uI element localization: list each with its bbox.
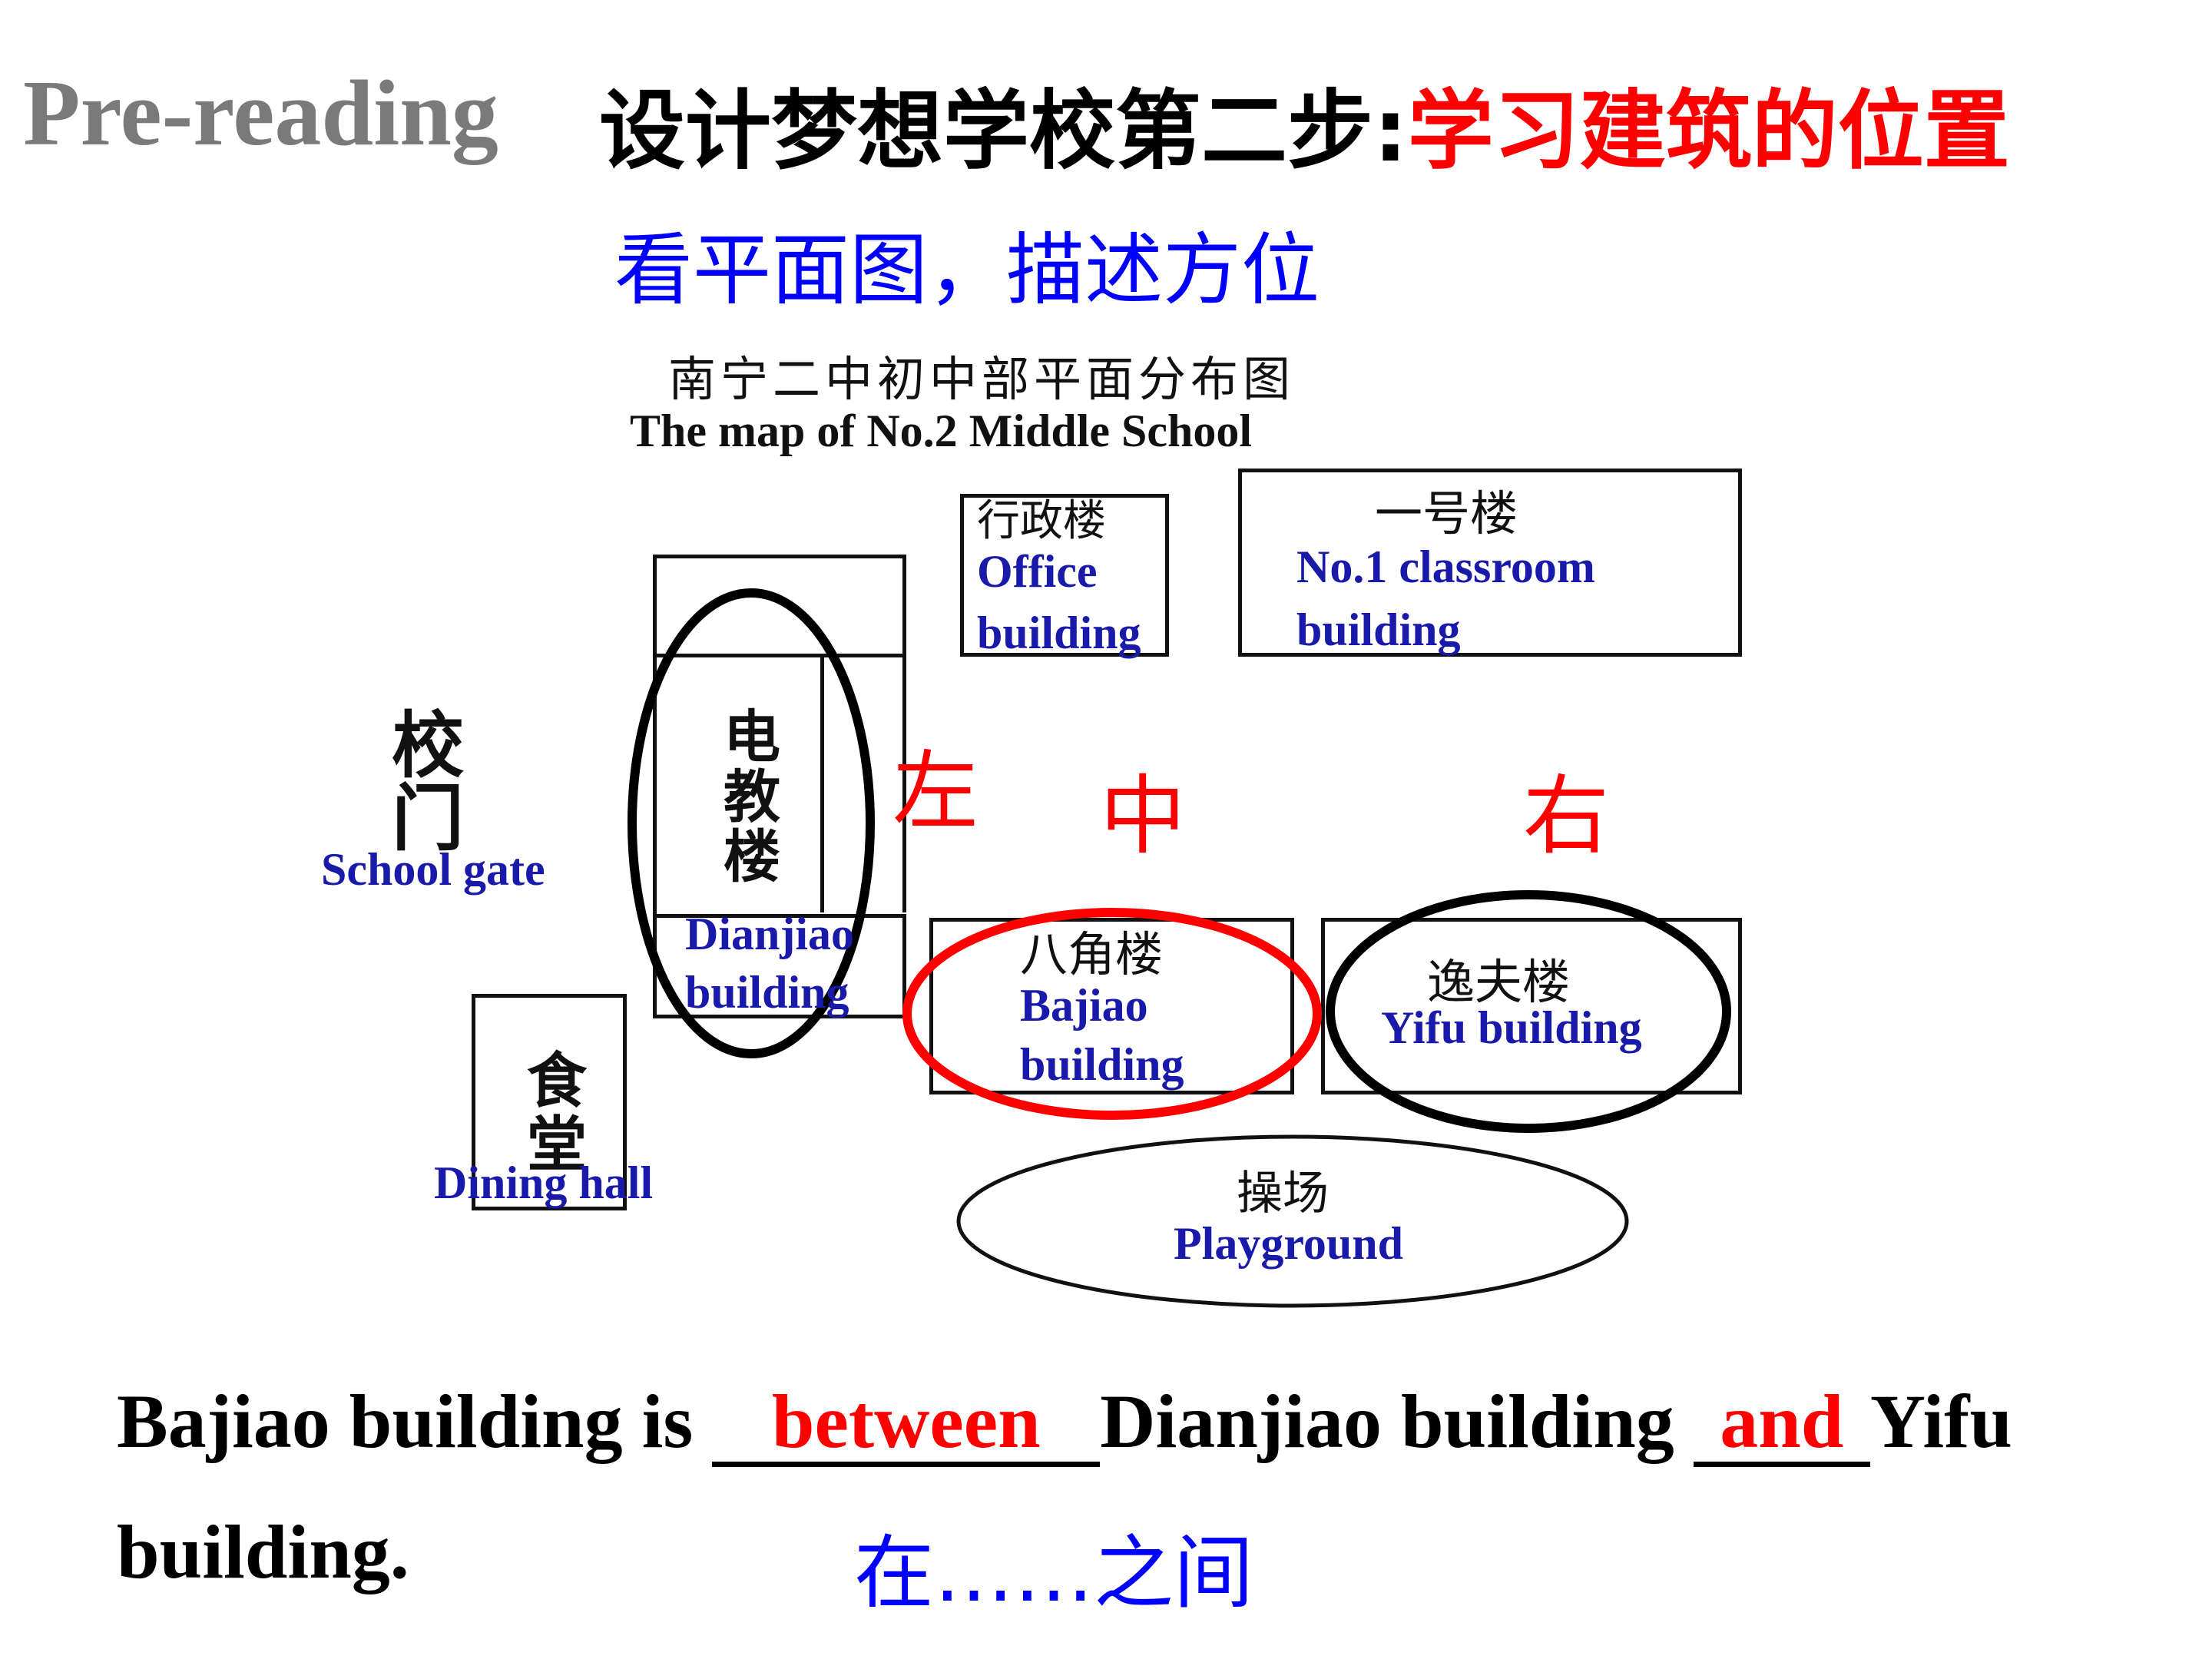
classroom-en-1: No.1 classroom	[1296, 541, 1595, 592]
dining-hall-outline	[472, 994, 627, 1210]
direction-left: 左	[892, 742, 979, 842]
exercise-line-2: building.	[117, 1509, 409, 1594]
step-title: 设计梦想学校第二步:学习建筑的位置	[599, 61, 2010, 186]
bajiao-en-1: Bajiao	[1020, 980, 1148, 1031]
bajiao-building-outline	[929, 918, 1294, 1094]
school-gate-en: School gate	[321, 844, 545, 895]
map-title-cn: 南宁二中初中部平面分布图	[668, 351, 1296, 407]
bajiao-highlight-circle	[902, 908, 1322, 1120]
dianjiao-building-outline-lower	[820, 654, 906, 912]
playground-cn: 操场	[1237, 1167, 1329, 1220]
step-prefix: 设计梦想学校第二步:	[599, 81, 1408, 181]
exercise-part-1: Bajiao building is	[117, 1379, 713, 1464]
dianjiao-building-outline	[653, 555, 906, 657]
school-gate-cn-1: 校	[392, 704, 465, 788]
dining-en: Dining hall	[434, 1157, 654, 1208]
bajiao-en-2: building	[1020, 1039, 1184, 1090]
direction-middle: 中	[1100, 767, 1186, 866]
office-en-1: Office	[977, 546, 1098, 597]
office-cn: 行政楼	[977, 496, 1106, 546]
dianjiao-cn-3: 楼	[724, 824, 780, 890]
yifu-highlight-circle	[1326, 890, 1731, 1133]
exercise-part-3: Yifu	[1869, 1379, 2013, 1464]
dianjiao-cn-2: 教	[724, 764, 780, 830]
classroom-en-2: building	[1296, 604, 1461, 655]
bajiao-cn: 八角楼	[1020, 926, 1164, 982]
dianjiao-en-2: building	[685, 967, 849, 1018]
yifu-building-outline	[1321, 918, 1742, 1094]
yifu-en: Yifu building	[1381, 1002, 1642, 1053]
dining-cn-1: 食	[527, 1047, 588, 1116]
exercise-part-2: Dianjiao building	[1100, 1379, 1694, 1464]
answer-blank-1[interactable]: between	[712, 1381, 1101, 1467]
yifu-cn: 逸夫楼	[1427, 954, 1571, 1010]
dianjiao-cn-1: 电	[724, 704, 780, 770]
classroom-building-outline	[1238, 469, 1742, 657]
direction-right: 右	[1523, 767, 1609, 866]
map-title-en: The map of No.2 Middle School	[630, 406, 1253, 456]
playground-en: Playground	[1174, 1218, 1403, 1269]
dianjiao-building-outline-left	[653, 654, 657, 1018]
classroom-cn: 一号楼	[1375, 485, 1518, 541]
school-gate-cn-2: 门	[392, 777, 465, 861]
dining-cn-2: 堂	[527, 1111, 588, 1180]
dianjiao-en-1: Dianjiao	[685, 909, 855, 959]
subtitle: 看平面图，描述方位	[614, 225, 1320, 316]
exercise-note: 在……之间	[854, 1526, 1254, 1620]
step-highlight: 学习建筑的位置	[1407, 81, 2010, 181]
dianjiao-highlight-circle	[628, 588, 875, 1058]
section-title: Pre-reading	[23, 61, 498, 165]
office-en-2: building	[977, 608, 1141, 658]
answer-blank-2[interactable]: and	[1693, 1381, 1870, 1467]
playground-outline	[956, 1134, 1629, 1308]
office-building-outline	[960, 494, 1169, 657]
